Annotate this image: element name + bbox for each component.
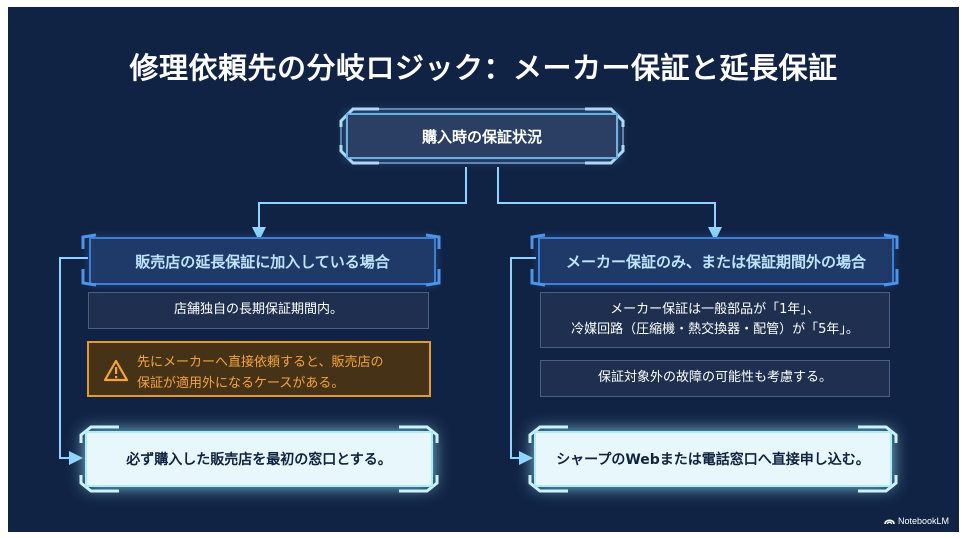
slide: 修理依頼先の分岐ロジック：メーカー保証と延長保証 (8, 7, 959, 532)
right-branch-heading-text: メーカー保証のみ、または保証期間外の場合 (565, 252, 866, 271)
right-note-2-text: 保証対象外の故障の可能性も考慮する。 (597, 370, 832, 386)
right-note: メーカー保証は一般部品が「1年」、 冷媒回路（圧縮機・熱交換器・配管）が「5年」… (540, 292, 890, 348)
right-note-2: 保証対象外の故障の可能性も考慮する。 (540, 360, 890, 397)
notebooklm-watermark: NotebookLM (884, 516, 949, 526)
right-action-label: シャープのWebまたは電話窓口へ直接申し込む。 (534, 431, 892, 487)
connector-root-right (497, 167, 722, 241)
right-note-line-2: 冷媒回路（圧縮機・熱交換器・配管）が「5年」。 (571, 322, 859, 337)
left-branch-heading-text: 販売店の延長保証に加入している場合 (135, 252, 390, 271)
left-warning-line-2: 保証が適用外になるケースがある。 (137, 375, 345, 391)
notebooklm-logo-icon (884, 519, 895, 525)
left-note-text: 店舗独自の長期保証期間内。 (173, 302, 343, 318)
connector-left-action (59, 257, 88, 465)
root-node: 購入時の保証状況 (339, 107, 625, 165)
left-action-label: 必ず購入した販売店を最初の窓口とする。 (85, 431, 433, 487)
warning-icon (103, 359, 129, 382)
left-warning-line-1: 先にメーカーへ直接依頼すると、販売店の (137, 355, 384, 370)
page-title: 修理依頼先の分岐ロジック：メーカー保証と延長保証 (129, 51, 838, 85)
left-warning-box: 先にメーカーへ直接依頼すると、販売店の 保証が適用外になるケースがある。 (87, 341, 431, 397)
left-action-node: 必ず購入した販売店を最初の窓口とする。 (79, 425, 439, 493)
connector-root-left (252, 167, 467, 241)
left-note: 店舗独自の長期保証期間内。 (88, 292, 429, 329)
right-action-node: シャープのWebまたは電話窓口へ直接申し込む。 (528, 425, 898, 493)
connector-lines (59, 167, 722, 465)
connector-right-action (510, 257, 536, 465)
right-note-line-1: メーカー保証は一般部品が「1年」、 (610, 301, 820, 317)
left-branch-heading: 販売店の延長保証に加入している場合 (89, 237, 436, 285)
right-branch-heading: メーカー保証のみ、または保証期間外の場合 (538, 237, 894, 285)
notebooklm-label: NotebookLM (897, 516, 949, 526)
root-label: 購入時の保証状況 (346, 113, 618, 159)
left-warning-text: 先にメーカーへ直接依頼すると、販売店の 保証が適用外になるケースがある。 (137, 353, 421, 395)
